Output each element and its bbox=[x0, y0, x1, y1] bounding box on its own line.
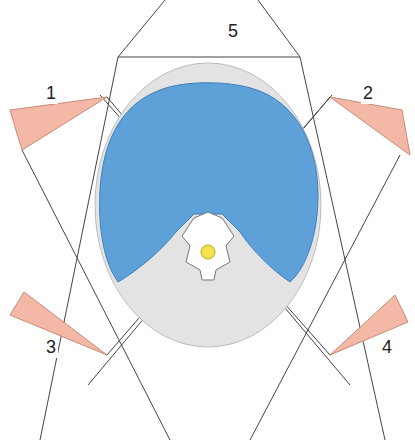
callout-number: 4 bbox=[380, 338, 394, 358]
spinal-cord bbox=[201, 245, 215, 259]
beam-field-edge bbox=[40, 57, 385, 440]
callout-number: 3 bbox=[44, 338, 58, 358]
beam-source bbox=[330, 295, 408, 355]
body-outline bbox=[95, 63, 321, 347]
beam-lines bbox=[22, 0, 400, 440]
beam-source bbox=[10, 292, 107, 355]
callout-number: 1 bbox=[44, 84, 58, 104]
callout-number: 2 bbox=[361, 84, 375, 104]
lung bbox=[100, 83, 318, 282]
beam-line bbox=[118, 0, 165, 57]
beam-source bbox=[10, 97, 107, 150]
beam-line bbox=[258, 0, 300, 57]
vertebra bbox=[182, 212, 234, 280]
beam-sources bbox=[10, 97, 410, 355]
beam-source bbox=[330, 97, 410, 155]
callout-number: 5 bbox=[226, 22, 240, 42]
